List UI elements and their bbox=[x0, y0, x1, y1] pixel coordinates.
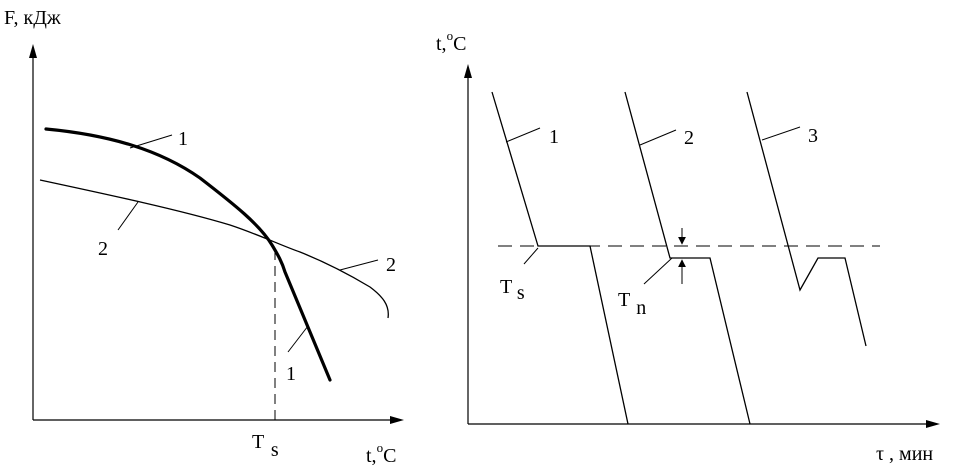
right-y-axis-arrow bbox=[464, 64, 472, 78]
left-curve-1 bbox=[44, 127, 332, 382]
left-y-axis-label: F, кДж bbox=[4, 7, 61, 29]
left-x-axis-arrow bbox=[390, 416, 404, 424]
left-curve-2-label-left: 2 bbox=[98, 238, 108, 260]
left-curve-2 bbox=[39, 179, 389, 319]
right-curve-1 bbox=[491, 91, 629, 425]
right-tn-leader bbox=[643, 257, 673, 285]
right-curve-2 bbox=[624, 91, 751, 425]
left-leader-2-left bbox=[117, 201, 139, 231]
right-curve-1-label: 1 bbox=[549, 126, 559, 148]
left-curve-1-label-top: 1 bbox=[178, 128, 188, 150]
left-curve-1-label-bottom: 1 bbox=[286, 363, 296, 385]
left-leader-1-top bbox=[129, 134, 173, 149]
left-y-axis-arrow bbox=[29, 44, 37, 58]
right-leader-1 bbox=[505, 127, 541, 143]
left-x-axis-label: t,oC bbox=[366, 440, 396, 467]
left-leader-2-right bbox=[339, 259, 379, 271]
right-curve-3-label: 3 bbox=[808, 125, 818, 147]
right-curve-3 bbox=[746, 91, 867, 347]
right-x-axis-arrow bbox=[926, 420, 940, 428]
right-curve-2-label: 2 bbox=[684, 127, 694, 149]
right-leader-2 bbox=[639, 129, 677, 146]
left-curve-2-label-right: 2 bbox=[386, 254, 396, 276]
right-x-axis-label: τ , мин bbox=[876, 443, 933, 465]
right-y-axis-label: t,oC bbox=[436, 28, 466, 55]
left-leader-1-bottom bbox=[287, 325, 309, 353]
right-leader-3 bbox=[761, 126, 801, 141]
right-ts-leader bbox=[523, 247, 539, 265]
